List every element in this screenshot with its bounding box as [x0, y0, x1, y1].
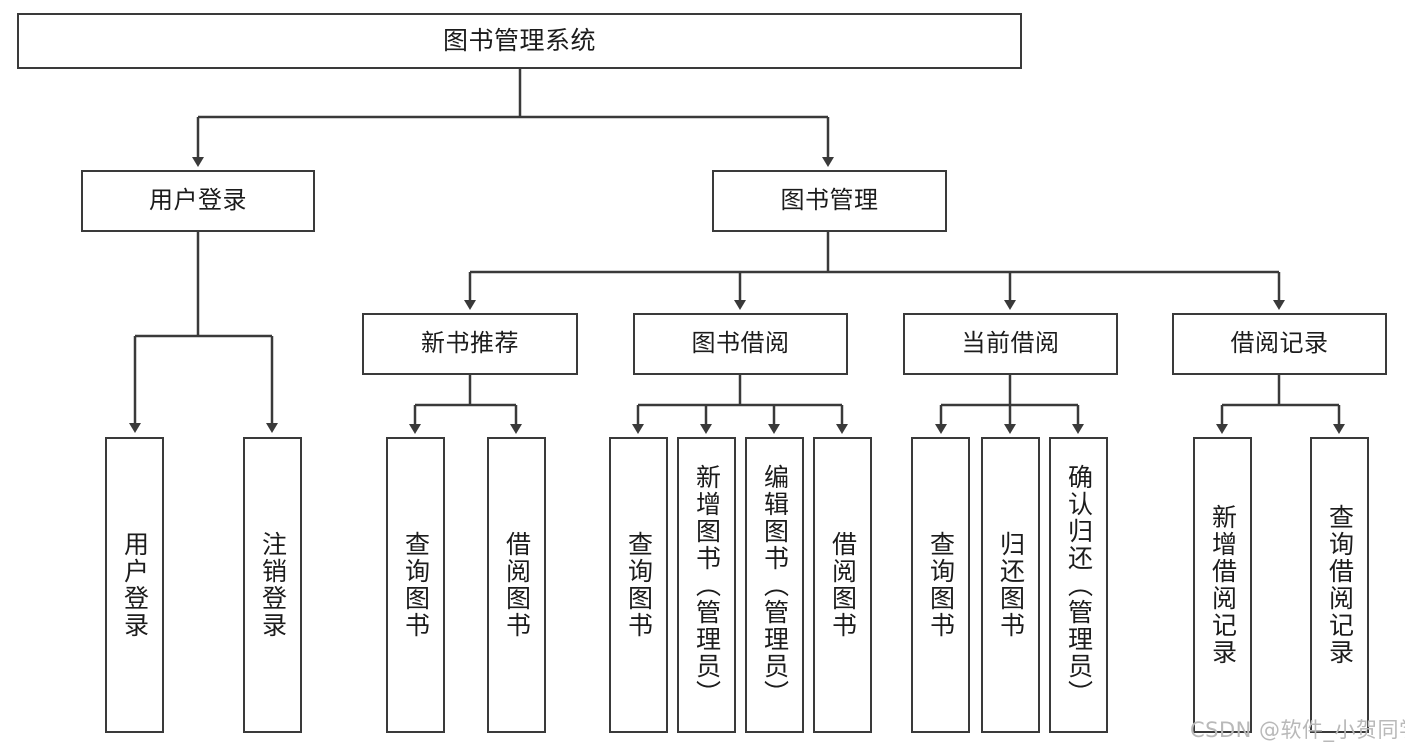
node-new-book-recommend-label: 新书推荐: [421, 329, 519, 358]
leaf-current-borrow-query-label: 查询图书: [926, 531, 956, 639]
leaf-user-login-login[interactable]: 用户登录: [105, 437, 164, 733]
node-user-login[interactable]: 用户登录: [81, 170, 315, 232]
leaf-new-book-borrow-label: 借阅图书: [502, 531, 532, 639]
leaf-book-borrow-query-label: 查询图书: [624, 531, 654, 639]
leaf-borrow-record-add-label: 新增借阅记录: [1208, 504, 1238, 666]
leaf-borrow-record-query[interactable]: 查询借阅记录: [1310, 437, 1369, 733]
leaf-book-borrow-add[interactable]: 新增图书（管理员）: [677, 437, 736, 733]
leaf-borrow-record-add[interactable]: 新增借阅记录: [1193, 437, 1252, 733]
leaf-new-book-query-label: 查询图书: [401, 531, 431, 639]
leaf-current-borrow-query[interactable]: 查询图书: [911, 437, 970, 733]
leaf-user-login-logout[interactable]: 注销登录: [243, 437, 302, 733]
leaf-current-borrow-confirm-label: 确认归还（管理员）: [1064, 463, 1094, 707]
node-root-label: 图书管理系统: [442, 25, 596, 55]
node-book-borrow[interactable]: 图书借阅: [633, 313, 848, 375]
leaf-user-login-logout-label: 注销登录: [258, 531, 288, 639]
leaf-book-borrow-query[interactable]: 查询图书: [609, 437, 668, 733]
node-user-login-label: 用户登录: [149, 186, 247, 215]
leaf-current-borrow-return-label: 归还图书: [996, 531, 1026, 639]
leaf-book-borrow-edit-label: 编辑图书（管理员）: [760, 463, 790, 707]
leaf-current-borrow-confirm[interactable]: 确认归还（管理员）: [1049, 437, 1108, 733]
leaf-current-borrow-return[interactable]: 归还图书: [981, 437, 1040, 733]
node-current-borrow-label: 当前借阅: [961, 329, 1060, 358]
node-current-borrow[interactable]: 当前借阅: [903, 313, 1118, 375]
leaf-book-borrow-add-label: 新增图书（管理员）: [692, 463, 722, 707]
node-borrow-record-label: 借阅记录: [1230, 329, 1329, 358]
node-new-book-recommend[interactable]: 新书推荐: [362, 313, 578, 375]
leaf-book-borrow-borrow[interactable]: 借阅图书: [813, 437, 872, 733]
node-book-management-label: 图书管理: [780, 186, 879, 215]
node-root[interactable]: 图书管理系统: [17, 13, 1022, 69]
leaf-new-book-borrow[interactable]: 借阅图书: [487, 437, 546, 733]
node-borrow-record[interactable]: 借阅记录: [1172, 313, 1387, 375]
leaf-book-borrow-borrow-label: 借阅图书: [828, 531, 858, 639]
node-book-borrow-label: 图书借阅: [691, 329, 790, 358]
leaf-user-login-login-label: 用户登录: [120, 531, 150, 639]
leaf-borrow-record-query-label: 查询借阅记录: [1325, 504, 1355, 666]
node-book-management[interactable]: 图书管理: [712, 170, 947, 232]
leaf-new-book-query[interactable]: 查询图书: [386, 437, 445, 733]
leaf-book-borrow-edit[interactable]: 编辑图书（管理员）: [745, 437, 804, 733]
